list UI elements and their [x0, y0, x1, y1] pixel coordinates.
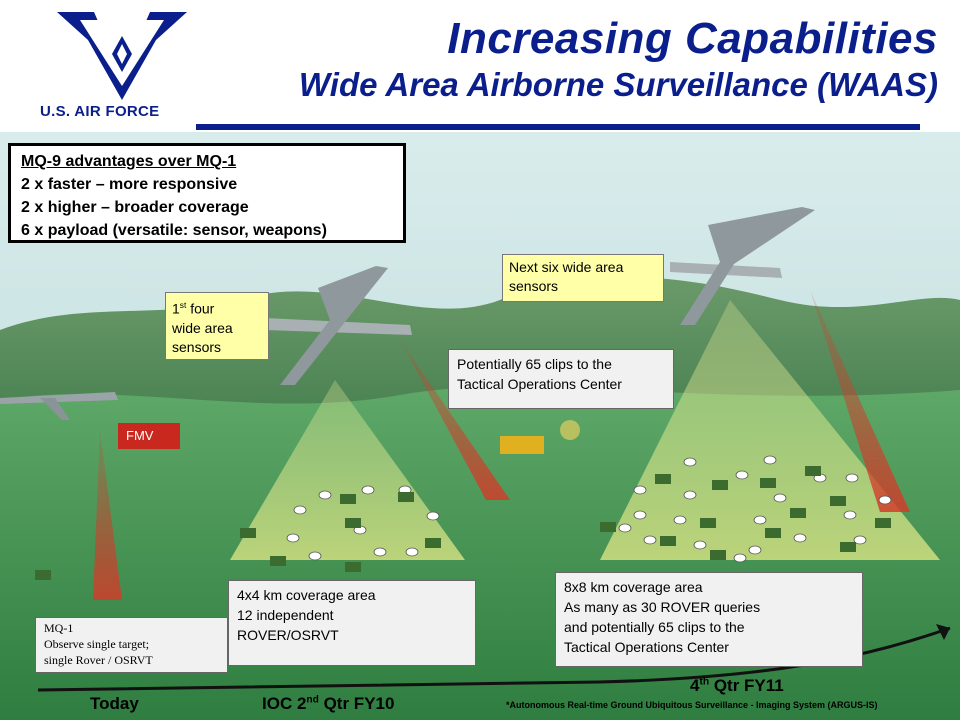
- timeline-ioc: IOC 2nd Qtr FY10: [262, 694, 395, 713]
- advantage-item: 2 x faster – more responsive: [21, 176, 238, 193]
- next-six-callout: Next six wide area sensors: [502, 254, 664, 302]
- clips-callout: Potentially 65 clips to the Tactical Ope…: [448, 349, 674, 409]
- footnote: *Autonomous Real-time Ground Ubiquitous …: [506, 700, 878, 710]
- coverage-8x8-callout: 8x8 km coverage area As many as 30 ROVER…: [555, 572, 863, 667]
- advantages-heading: MQ-9 advantages over MQ-1: [21, 153, 237, 170]
- timeline-q4: 4th Qtr FY11: [690, 676, 784, 695]
- mq9-drone-left-icon: [265, 266, 412, 385]
- page-title: Increasing Capabilities: [447, 14, 938, 63]
- satellite-dish-icon: [560, 420, 580, 440]
- fmv-label: FMV: [118, 423, 180, 449]
- logo-text: U.S. AIR FORCE: [40, 103, 160, 120]
- advantage-item: 2 x higher – broader coverage: [21, 199, 249, 216]
- header: U.S. AIR FORCE Increasing Capabilities W…: [0, 0, 960, 132]
- timeline-today: Today: [90, 694, 139, 713]
- air-force-wings-logo: [57, 12, 187, 100]
- advantage-item: 6 x payload (versatile: sensor, weapons): [21, 222, 327, 239]
- advantages-box: MQ-9 advantages over MQ-1 2 x faster – m…: [8, 143, 406, 243]
- page-subtitle: Wide Area Airborne Surveillance (WAAS): [298, 66, 938, 103]
- mq1-drone-icon: [0, 392, 118, 420]
- ground-vehicle-icon: [500, 436, 544, 454]
- mq1-callout: MQ-1 Observe single target; single Rover…: [35, 617, 228, 673]
- title-rule: [196, 124, 920, 130]
- mq9-drone-right-icon: [670, 207, 815, 325]
- first-four-callout: 1st four wide area sensors: [165, 292, 269, 360]
- coverage-4x4-callout: 4x4 km coverage area 12 independent ROVE…: [228, 580, 476, 666]
- ground-troops-group: [35, 466, 891, 580]
